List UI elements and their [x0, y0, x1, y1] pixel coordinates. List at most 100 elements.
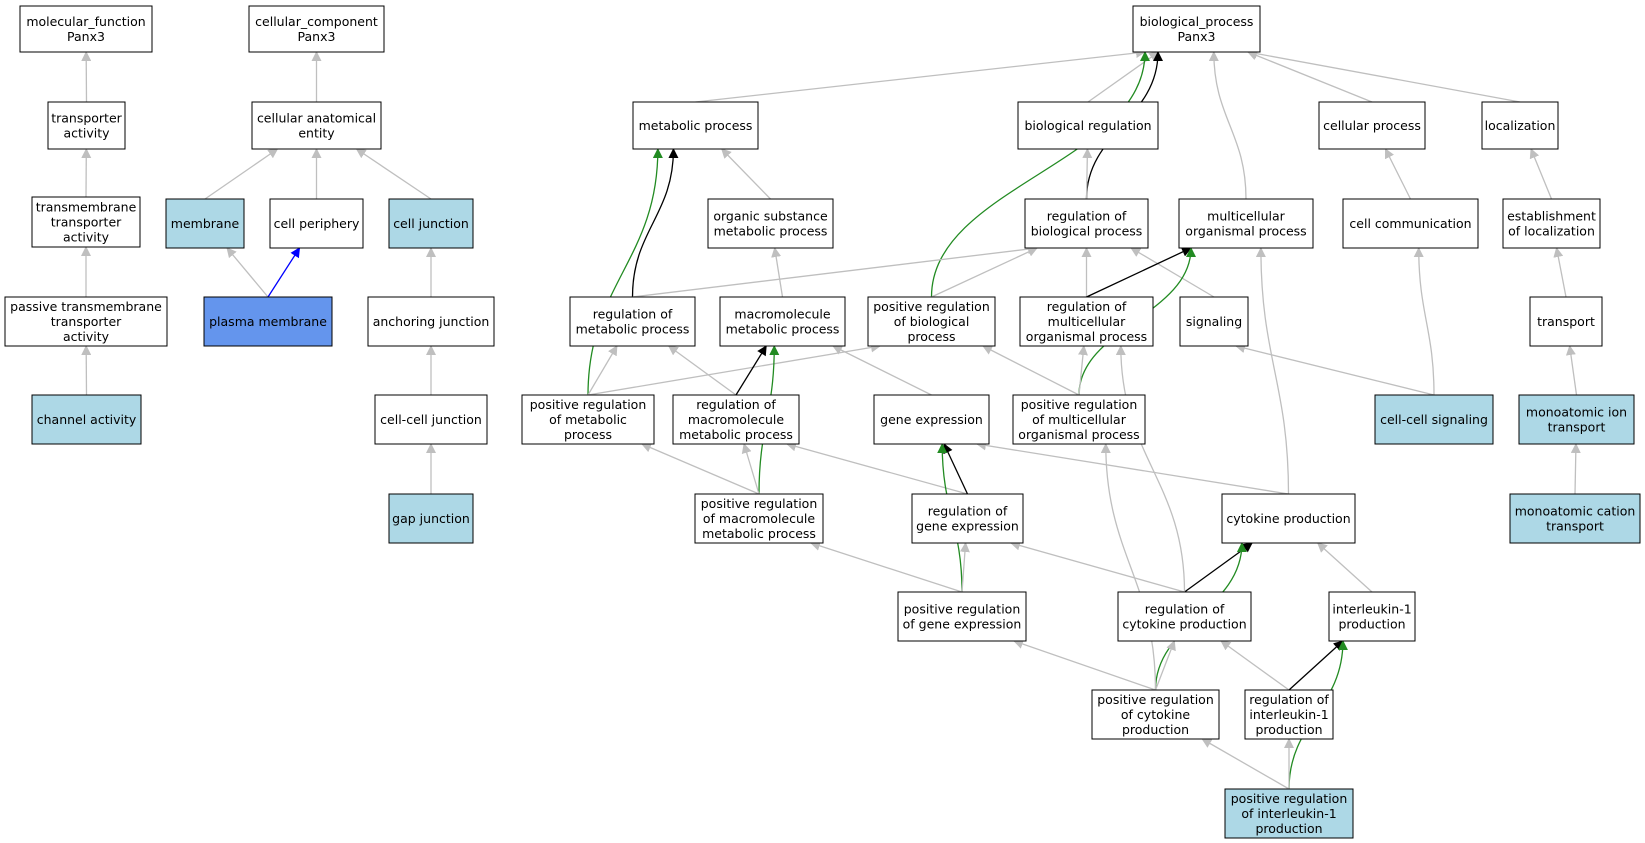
go-term-node-cc2[interactable]: cell communication: [1342, 198, 1479, 249]
node-label-line: positive regulation: [701, 496, 818, 511]
node-box: [1024, 198, 1149, 249]
edge-is-a: [721, 148, 771, 200]
node-label-line: of cytokine: [1121, 707, 1190, 722]
edge-is-a: [1100, 443, 1157, 691]
edge-is-a: [1316, 542, 1373, 593]
go-term-node-ccj[interactable]: cell-cell junction: [374, 394, 488, 445]
node-label-line: transport: [1537, 314, 1595, 329]
edge-line: [587, 345, 618, 396]
node-label-line: positive regulation: [1097, 692, 1214, 707]
node-label-line: transmembrane: [36, 200, 137, 215]
go-term-node-aj[interactable]: anchoring junction: [367, 296, 495, 347]
edge-is-a: [810, 541, 963, 593]
edge-line: [930, 51, 1150, 298]
go-term-node-ge[interactable]: gene expression: [873, 394, 990, 445]
node-label-line: cell communication: [1349, 216, 1471, 231]
edge-positively-regulates: [930, 51, 1150, 298]
node-box: [388, 198, 474, 249]
node-box: [367, 296, 495, 347]
edge-line: [832, 345, 932, 396]
node-box: [719, 296, 846, 347]
node-label-line: metabolic process: [714, 224, 828, 239]
node-box: [1342, 198, 1479, 249]
edge-line: [1086, 247, 1192, 298]
node-label-line: positive regulation: [904, 602, 1021, 617]
go-term-node-cper[interactable]: cell periphery: [269, 198, 364, 249]
node-label-line: cell-cell signaling: [1380, 412, 1488, 427]
edge-is-a: [204, 148, 279, 200]
edge-line: [735, 345, 767, 396]
node-label-line: positive regulation: [1231, 791, 1348, 806]
go-term-node-cj[interactable]: cell junction: [388, 198, 474, 249]
go-term-node-mem[interactable]: membrane: [165, 198, 245, 249]
go-term-node-tr[interactable]: transport: [1529, 296, 1603, 347]
go-term-node-ca[interactable]: channel activity: [31, 394, 142, 445]
edge-line: [771, 247, 784, 298]
node-label-line: transporter: [51, 314, 122, 329]
go-term-node-sig[interactable]: signaling: [1179, 296, 1249, 347]
node-box: [569, 296, 696, 347]
go-term-node-loc[interactable]: localization: [1481, 101, 1559, 150]
node-label-line: channel activity: [37, 412, 137, 427]
edge-is-a: [1529, 148, 1553, 200]
go-term-node-cyp[interactable]: cytokine production: [1221, 493, 1356, 544]
edge-line: [1316, 542, 1373, 593]
edge-line: [1413, 247, 1435, 396]
node-label-line: cell-cell junction: [380, 412, 482, 427]
edge-line: [1553, 247, 1567, 298]
node-box: [248, 5, 385, 53]
edge-line: [1247, 48, 1521, 103]
node-label-line: production: [1122, 722, 1189, 737]
node-label-line: activity: [63, 230, 110, 245]
node-box: [1224, 788, 1354, 839]
edge-is-a: [1115, 345, 1186, 593]
node-label-line: macromolecule: [688, 412, 784, 427]
edges-layer: [81, 48, 1581, 790]
go-term-node-pm[interactable]: plasma membrane: [203, 296, 333, 347]
node-box: [1481, 101, 1559, 150]
node-label-line: activity: [63, 329, 110, 344]
go-term-node-gj[interactable]: gap junction: [388, 493, 474, 544]
go-term-node-ccs[interactable]: cell-cell signaling: [1374, 394, 1494, 445]
edge-regulates: [943, 443, 969, 495]
node-label-line: regulation of: [1047, 209, 1127, 224]
node-label-line: regulation of: [1249, 692, 1329, 707]
go-term-node-mp[interactable]: metabolic process: [632, 101, 759, 150]
go-term-node-cp[interactable]: cellular process: [1318, 101, 1426, 150]
go-term-node-br[interactable]: biological regulation: [1017, 101, 1159, 150]
node-label-line: metabolic process: [576, 322, 690, 337]
edge-line: [1130, 247, 1215, 298]
node-label-line: Panx3: [298, 29, 336, 44]
node-label-line: passive transmembrane: [10, 299, 162, 314]
edge-is-a: [1384, 148, 1412, 200]
